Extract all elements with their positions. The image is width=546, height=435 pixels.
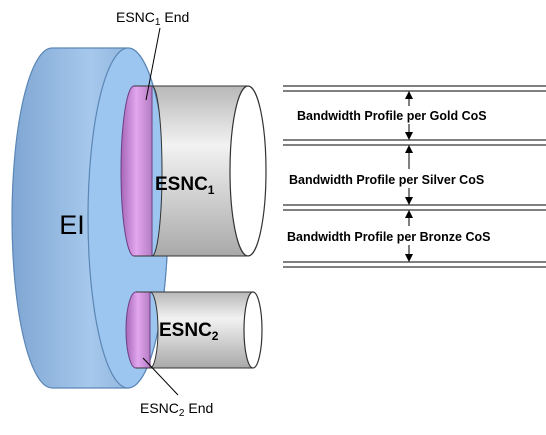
esnc2-end-label: ESNC2 End [140,400,213,419]
bandwidth-profile-stack [283,85,546,268]
bronze-arrows [405,210,413,262]
bronze-cos-label: Bandwidth Profile per Bronze CoS [287,230,491,244]
esnc2-cylinder [125,291,263,369]
gold-arrows [405,91,413,140]
silver-cos-label: Bandwidth Profile per Silver CoS [289,173,484,187]
esnc1-front-face [229,85,267,257]
esnc1-end-band [120,85,153,257]
esnc2-label: ESNC2 [159,320,219,343]
gold-cos-label: Bandwidth Profile per Gold CoS [297,109,487,123]
esnc1-end-leader [145,27,161,101]
esnc2-end-leader [142,357,179,396]
esnc1-cylinder [120,85,267,257]
ei-label: EI [59,210,85,240]
silver-arrows [405,145,413,205]
esnc2-front-face [243,291,263,369]
esnc1-label: ESNC1 [155,174,215,197]
esnc1-end-label: ESNC1 End [116,9,189,28]
esnc2-end-band [125,291,151,369]
esnc1-body [151,85,249,257]
